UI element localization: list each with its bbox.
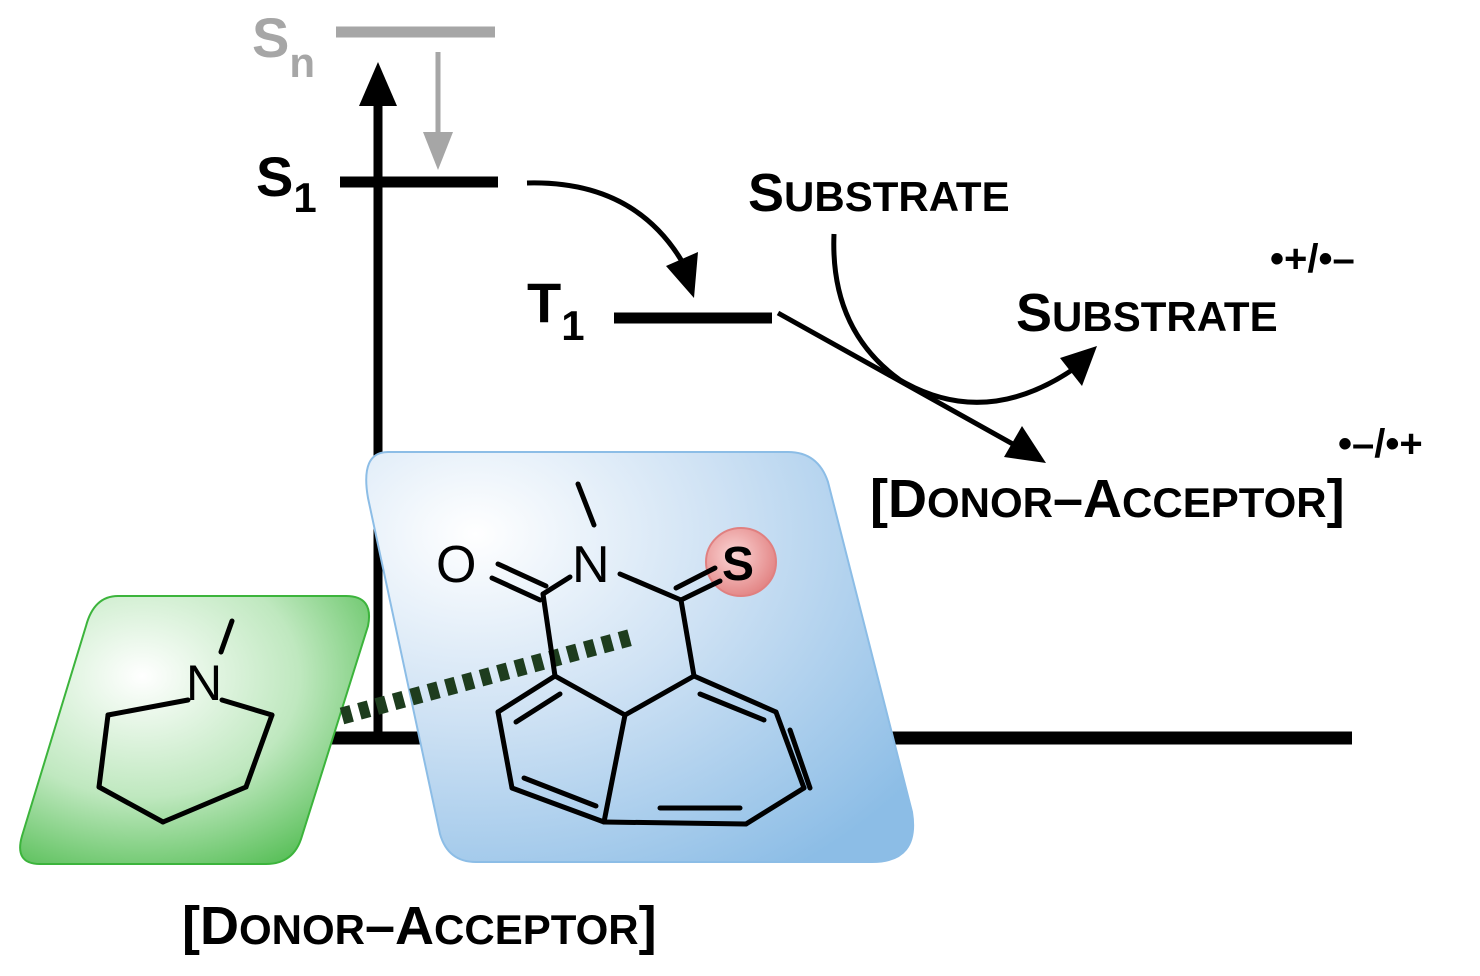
substrate-arrowhead <box>1060 346 1097 386</box>
piperidine-nitrogen: N <box>186 655 222 711</box>
donor-panel <box>19 595 370 865</box>
intersystem-crossing-arrowhead <box>666 252 698 298</box>
substrate-product-charge: •+/•– <box>1270 237 1355 281</box>
t1-label: T1 <box>527 271 585 349</box>
thionaphthalimide-acceptor <box>489 481 813 827</box>
carbonyl-oxygen: O <box>436 536 476 594</box>
acceptor-panel <box>365 451 915 863</box>
donor-acceptor-caption: [DONOR–ACCEPTOR] <box>182 896 657 956</box>
substrate-product-label: SUBSTRATE <box>1016 283 1278 343</box>
imide-nitrogen: N <box>572 536 610 594</box>
energy-axis-arrowhead <box>359 62 397 106</box>
donor-acceptor-linker <box>339 627 639 725</box>
electron-transfer-arrowhead <box>1004 426 1046 463</box>
sulfur-highlight <box>705 527 777 597</box>
piperidine-donor <box>96 618 275 825</box>
thione-sulfur: S <box>722 538 754 591</box>
substrate-label: SUBSTRATE <box>748 163 1010 223</box>
donor-acceptor-product-charge: •–/•+ <box>1338 422 1423 466</box>
internal-conversion-arrowhead <box>423 132 453 170</box>
s1-label: S1 <box>256 145 317 221</box>
sn-label: Sn <box>252 6 315 86</box>
intersystem-crossing-arrow <box>526 180 691 274</box>
substrate-arrow <box>831 233 1077 405</box>
donor-acceptor-product-label: [DONOR–ACCEPTOR] <box>870 469 1345 529</box>
